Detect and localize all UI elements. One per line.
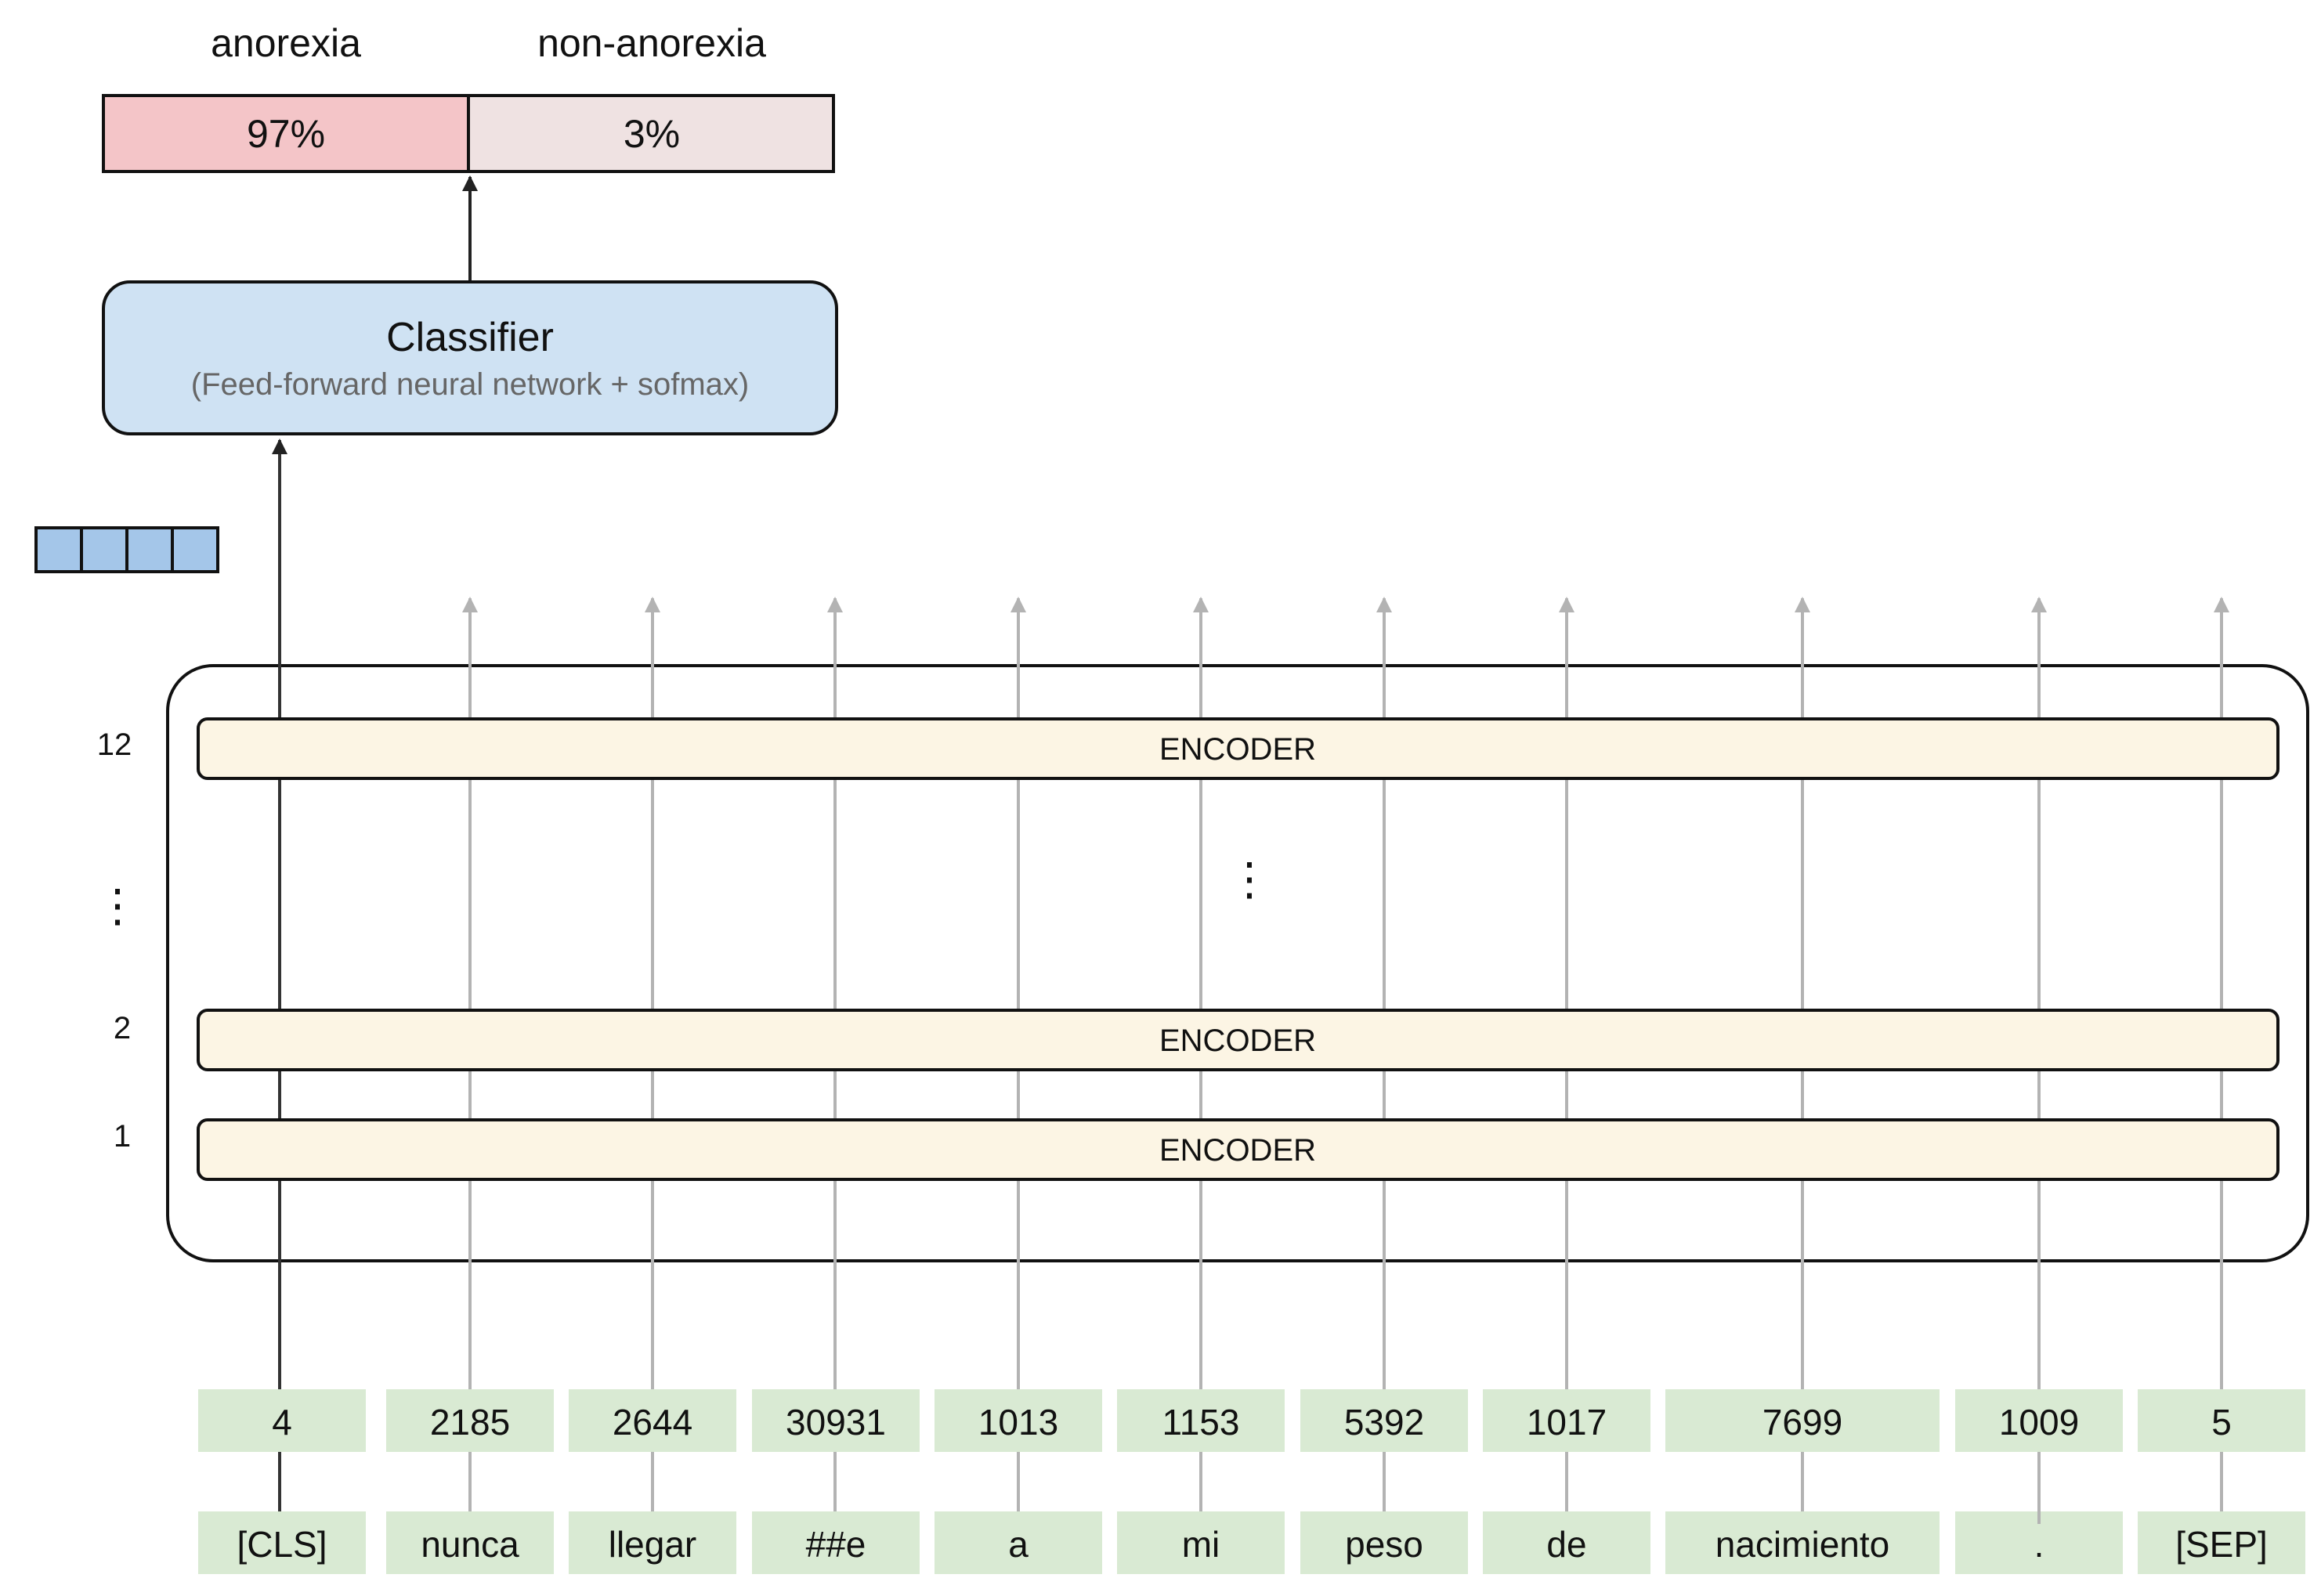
layer-number-ellipsis: ⋮ — [95, 880, 140, 931]
token-text: nunca — [421, 1524, 519, 1565]
encoder-layer-12: ENCODER — [197, 717, 2279, 780]
vector-cell — [171, 526, 219, 573]
non-anorexia-prob-value: 3% — [624, 112, 680, 156]
anorexia-prob-box — [102, 94, 470, 173]
encoder-layer-1: ENCODER — [197, 1118, 2279, 1181]
non-anorexia-prob-box — [467, 94, 835, 173]
token-text: a — [1008, 1524, 1029, 1565]
cls-embedding-vector — [34, 526, 219, 573]
label-non-anorexia: non-anorexia — [537, 21, 766, 65]
layer-number-1: 1 — [114, 1119, 131, 1154]
token-text: . — [2034, 1524, 2044, 1565]
encoder-ellipsis: ⋮ — [1227, 854, 1272, 905]
label-anorexia: anorexia — [211, 21, 361, 65]
token-id: 4 — [272, 1402, 292, 1443]
token-text: de — [1546, 1524, 1586, 1565]
token-id: 1017 — [1527, 1402, 1607, 1443]
token-id: 1153 — [1162, 1402, 1240, 1443]
token-text: peso — [1345, 1524, 1423, 1565]
token-id: 7699 — [1762, 1402, 1842, 1443]
token-id: 5392 — [1344, 1402, 1424, 1443]
vector-cell — [34, 526, 83, 573]
token-text: ##e — [806, 1524, 866, 1565]
token-id: 5 — [2211, 1402, 2232, 1443]
layer-number-12: 12 — [97, 728, 132, 762]
token-text: mi — [1182, 1524, 1220, 1565]
encoder-label: ENCODER — [1159, 732, 1316, 767]
token-text: [CLS] — [237, 1524, 327, 1565]
token-id: 2185 — [430, 1402, 510, 1443]
token-text-row: [CLS] nunca llegar ##e a mi peso de naci… — [198, 1511, 2305, 1574]
classifier-title: Classifier — [386, 315, 554, 360]
token-id-row: 4 2185 2644 30931 1013 1153 5392 1017 76… — [198, 1389, 2305, 1452]
encoder-label: ENCODER — [1159, 1024, 1316, 1058]
encoder-label: ENCODER — [1159, 1133, 1316, 1168]
token-id: 2644 — [613, 1402, 692, 1443]
token-id: 30931 — [786, 1402, 886, 1443]
classifier-subtitle: (Feed-forward neural network + sofmax) — [191, 367, 750, 402]
encoder-stack-container — [166, 664, 2309, 1262]
token-id: 1009 — [1999, 1402, 2079, 1443]
token-text: [SEP] — [2175, 1524, 2268, 1565]
vector-cell — [125, 526, 174, 573]
token-text: llegar — [609, 1524, 697, 1565]
anorexia-prob-value: 97% — [247, 112, 325, 156]
token-connectors — [468, 1452, 2223, 1524]
output-probabilities: anorexia non-anorexia 97% 3% — [102, 21, 835, 173]
vector-cell — [80, 526, 128, 573]
token-id: 1013 — [978, 1402, 1058, 1443]
layer-number-2: 2 — [114, 1011, 131, 1045]
classifier-box: Classifier (Feed-forward neural network … — [102, 280, 838, 435]
encoder-layer-2: ENCODER — [197, 1009, 2279, 1071]
token-text: nacimiento — [1715, 1524, 1889, 1565]
